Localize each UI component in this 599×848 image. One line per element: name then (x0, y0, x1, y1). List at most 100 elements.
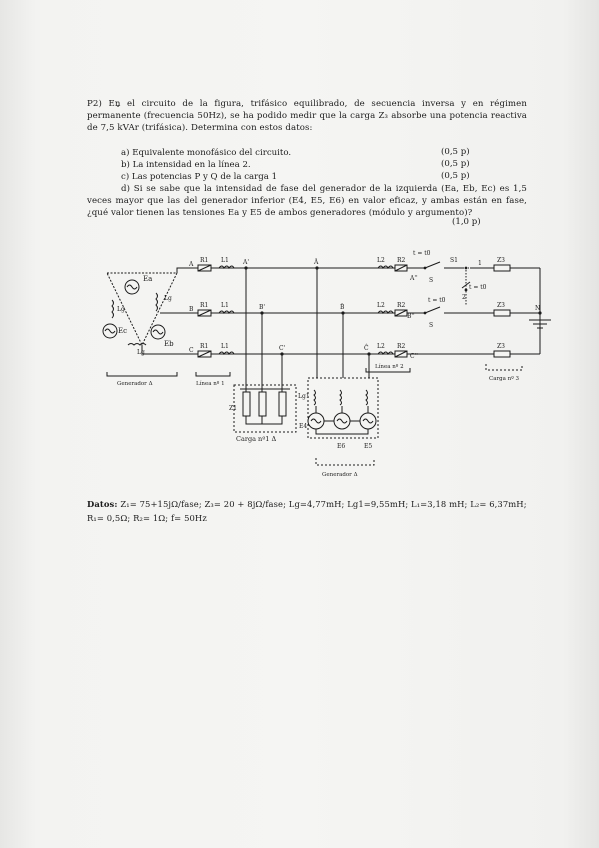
inductor-l2-b (377, 310, 394, 314)
label-l1-b: L1 (221, 302, 229, 309)
label-ea: Ea (143, 275, 152, 283)
label-b1: B' (259, 304, 265, 311)
label-lg-b: Lg (137, 349, 145, 356)
label-b: B (189, 306, 194, 313)
generator2-frame (307, 377, 379, 439)
label-z3-c: Z3 (497, 343, 505, 350)
sine-icon (152, 329, 164, 335)
load-z3-b (493, 309, 511, 317)
label-r2-c: R2 (397, 343, 406, 350)
label-t0-a: t = t0 (413, 250, 431, 257)
source-ea-icon (124, 279, 140, 295)
ground-icon (529, 319, 551, 329)
item-b: b) La intensidad en la línea 2. (121, 160, 251, 170)
label-l2-b: L2 (377, 302, 385, 309)
inductor-lg-icon (127, 343, 147, 346)
source-ec-icon (102, 323, 118, 339)
label-load3: Carga nº 3 (489, 375, 520, 382)
label-e4: E4 (299, 423, 307, 430)
label-generator1: Generador Δ (117, 381, 153, 387)
sine-icon (104, 328, 116, 334)
load-z1-b (258, 391, 267, 417)
switch-s-a (424, 261, 441, 269)
inductor-l1-c (218, 351, 235, 355)
data-values: Z₁= 75+15jΩ/fase; Z₃= 20 + 8jΩ/fase; Lg=… (87, 499, 527, 523)
label-lg1: Lg1 (298, 393, 310, 400)
problem-statement: P2) En el circuito de la figura, trifási… (87, 98, 527, 134)
label-z1: Z1 (229, 405, 237, 412)
label-load1: Carga nº1 Δ (236, 435, 277, 443)
label-lg-c: Lg (117, 306, 125, 313)
label-ec: Ec (118, 327, 127, 335)
label-line2: Línea nº 2 (375, 363, 404, 370)
label-r2-a: R2 (397, 257, 406, 264)
scan-speck (117, 105, 119, 107)
label-e5: E5 (364, 443, 372, 450)
label-ahat: Â (313, 259, 319, 266)
generator-delta-frame (106, 272, 178, 347)
label-s-b: S (429, 322, 433, 329)
label-a: A (188, 261, 194, 268)
label-c2: C'' (410, 353, 418, 360)
label-t0-b: t = t0 (428, 297, 446, 304)
label-r2-b: R2 (397, 302, 406, 309)
label-chat: Ĉ (364, 344, 369, 352)
load-z3-a (493, 264, 511, 272)
label-l1-a: L1 (221, 257, 229, 264)
label-neutral: N (535, 305, 540, 312)
label-a2: A'' (409, 275, 418, 282)
problem-header: P2) En el circuito de la figura, trifási… (87, 99, 527, 133)
inductor-lg-icon (155, 292, 158, 312)
label-s1: S1 (450, 257, 458, 264)
sine-icon (310, 418, 322, 424)
data-label: Datos: (87, 499, 118, 509)
label-line1: Línea nº 1 (196, 380, 225, 387)
source-eb-icon (150, 324, 166, 340)
label-r1-c: R1 (200, 343, 208, 350)
label-bhat: B̂ (340, 304, 345, 311)
item-c-points: (0,5 p) (441, 171, 470, 181)
load-z1-a (242, 391, 251, 417)
inductor-l1-b (218, 310, 235, 314)
label-l2-c: L2 (377, 343, 385, 350)
load1-frame (233, 384, 297, 433)
inductor-l2-c (377, 351, 394, 355)
switch-s-b (424, 306, 441, 314)
label-e6: E6 (337, 443, 345, 450)
item-a-points: (0,5 p) (441, 147, 470, 157)
label-c1: C' (279, 345, 286, 352)
label-a1: A' (242, 259, 249, 266)
label-r1-a: R1 (200, 257, 208, 264)
label-lg-a: Lg (164, 295, 172, 302)
inductor-l1-a (218, 265, 235, 269)
item-b-points: (0,5 p) (441, 159, 470, 169)
label-l2-a: L2 (377, 257, 385, 264)
data-section: Datos: Z₁= 75+15jΩ/fase; Z₃= 20 + 8jΩ/fa… (87, 497, 532, 525)
label-node-1: 1 (478, 260, 482, 267)
load-z1-c (278, 391, 287, 417)
sine-icon (336, 418, 348, 424)
label-z3-b: Z3 (497, 302, 505, 309)
item-d-points: (1,0 p) (452, 217, 481, 227)
label-c: C (189, 347, 194, 354)
label-node-2: 2 (462, 294, 466, 301)
label-eb: Eb (164, 340, 174, 348)
label-generator2: Generador Δ (322, 472, 358, 478)
inductor-lg-icon (111, 299, 114, 319)
sine-icon (362, 418, 374, 424)
label-t0-s1: t = t0 (469, 284, 487, 291)
sine-icon (126, 284, 138, 290)
inductor-l2-a (377, 265, 394, 269)
label-r1-b: R1 (200, 302, 208, 309)
load-z3-c (493, 350, 511, 358)
label-b2: B'' (407, 313, 415, 320)
label-z3-a: Z3 (497, 257, 505, 264)
label-l1-c: L1 (221, 343, 229, 350)
item-c: c) Las potencias P y Q de la carga 1 (121, 172, 278, 182)
inductor-lg1-icon (339, 389, 342, 406)
label-s-a: S (429, 277, 433, 284)
item-d: d) Si se sabe que la intensidad de fase … (87, 184, 527, 218)
item-a: a) Equivalente monofásico del circuito. (121, 148, 292, 158)
